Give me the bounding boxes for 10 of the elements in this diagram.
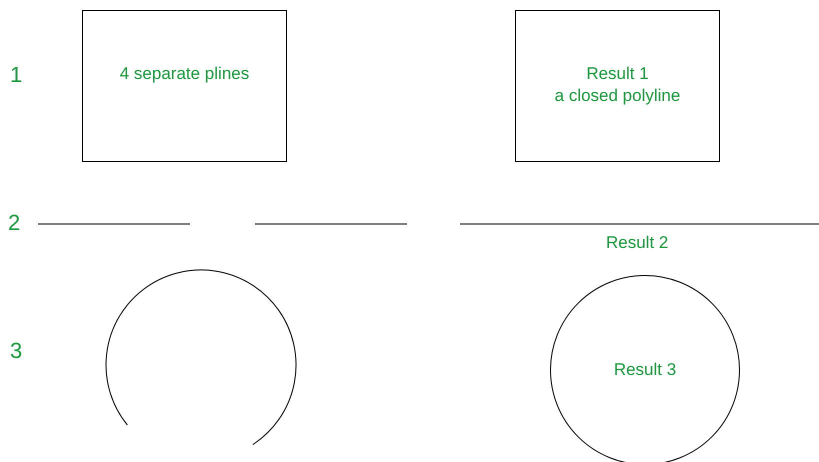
shape-label: 4 separate plines — [120, 63, 250, 85]
row-number: 3 — [10, 340, 22, 362]
row-number: 1 — [10, 64, 22, 86]
rectangle-box — [515, 10, 720, 162]
row-number: 2 — [8, 212, 20, 234]
result-label: Result 2 — [606, 234, 668, 251]
shape-label: Result 1 — [586, 63, 649, 85]
shape-label: Result 3 — [614, 359, 676, 381]
shape-label: a closed polyline — [554, 85, 680, 107]
rectangle-box — [82, 10, 287, 162]
